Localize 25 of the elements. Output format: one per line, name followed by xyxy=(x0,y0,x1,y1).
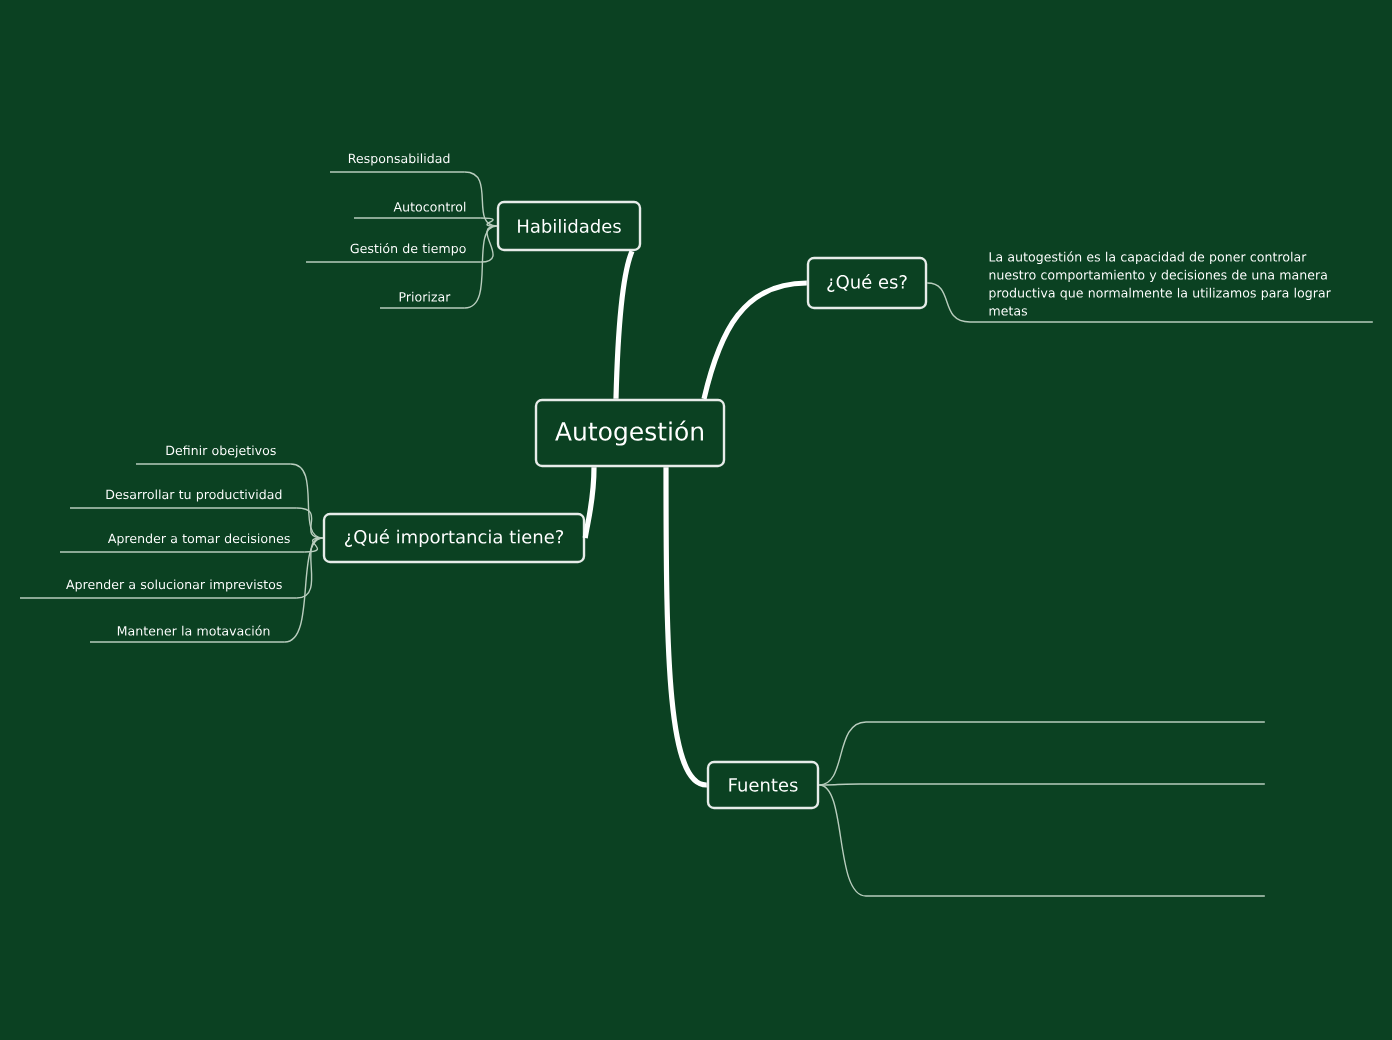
topic-box: ¿Qué es? xyxy=(806,256,928,310)
connector-line xyxy=(818,721,867,786)
connector-line xyxy=(480,217,498,227)
branch-line xyxy=(663,467,708,788)
underline-line xyxy=(865,721,1266,723)
connector-line xyxy=(926,282,971,323)
topic-box: Habilidades xyxy=(496,200,642,252)
connector-line xyxy=(290,463,324,539)
connector-line xyxy=(284,537,324,643)
central-topic-box: Autogestión xyxy=(534,398,726,468)
branch-line xyxy=(582,467,597,539)
branch-line xyxy=(701,280,807,400)
branch-line xyxy=(613,250,635,399)
connector-line xyxy=(296,537,324,599)
connector-line xyxy=(464,225,498,309)
connector-line xyxy=(304,537,324,553)
underline-line xyxy=(865,895,1266,897)
topic-box: Fuentes xyxy=(706,760,820,810)
underline-line xyxy=(859,783,1266,785)
connector-line xyxy=(480,225,498,263)
connector-line xyxy=(818,783,861,786)
connector-line xyxy=(464,171,498,227)
connector-line xyxy=(296,507,324,539)
topic-box: ¿Qué importancia tiene? xyxy=(322,512,586,564)
connector-line xyxy=(818,784,867,897)
